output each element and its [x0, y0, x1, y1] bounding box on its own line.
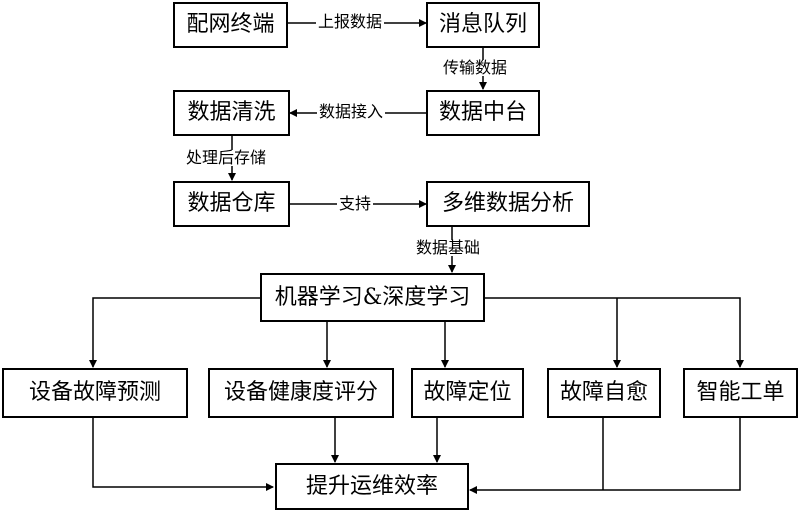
edge-label-support: 支持: [337, 194, 374, 213]
node-ml: 机器学习&深度学习: [260, 273, 485, 322]
node-prediction: 设备故障预测: [2, 368, 188, 418]
edge-ml-right-bus: [485, 297, 744, 368]
node-platform: 数据中台: [426, 90, 540, 136]
node-workorder: 智能工单: [683, 368, 798, 418]
edge-label-transfer: 传输数据: [441, 58, 510, 77]
edge-workorder-efficiency: [469, 418, 741, 494]
edge-prediction-efficiency: [92, 418, 274, 491]
node-queue: 消息队列: [426, 2, 540, 48]
node-warehouse: 数据仓库: [173, 181, 290, 227]
node-analysis: 多维数据分析: [426, 181, 590, 227]
node-selfheal: 故障自愈: [547, 368, 661, 418]
edge-label-report: 上报数据: [316, 12, 385, 31]
edge-label-foundation: 数据基础: [414, 238, 483, 257]
edge-label-ingest: 数据接入: [317, 102, 386, 121]
node-cleaning: 数据清洗: [173, 90, 290, 136]
node-terminal: 配网终端: [173, 2, 288, 48]
edge-label-store: 处理后存储: [184, 148, 269, 167]
node-health: 设备健康度评分: [208, 368, 394, 418]
edge-ml-left-bus: [89, 297, 260, 368]
node-efficiency: 提升运维效率: [275, 463, 469, 510]
node-locate: 故障定位: [411, 368, 524, 418]
